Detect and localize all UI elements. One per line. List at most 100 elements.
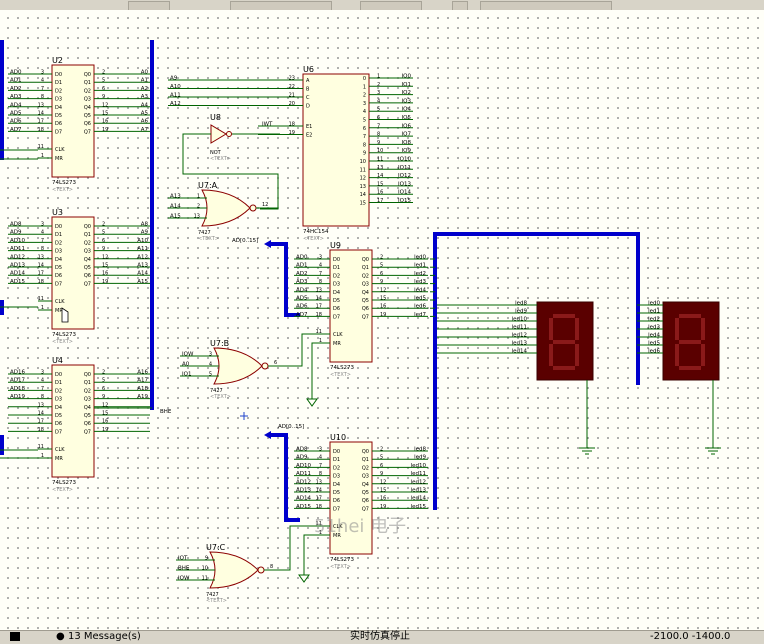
pin-number: 2 [380, 255, 383, 261]
pin-label: D5 [333, 490, 340, 496]
net-label: A0 [182, 362, 190, 368]
chip-part-u10: 74LS273 [330, 557, 355, 563]
pin-number: 6 [380, 463, 383, 469]
pin-number: 8 [377, 132, 380, 138]
pin-label: 8 [363, 142, 366, 148]
chip-part-u9: 74LS273 [330, 365, 355, 371]
pin-number: 2 [380, 447, 383, 453]
pin-label: D7 [55, 281, 62, 287]
pin-label: Q0 [84, 372, 91, 378]
net-label: led14 [411, 496, 427, 502]
pin-label: CLK [55, 447, 65, 453]
pin-number: 6 [380, 271, 383, 277]
chip-body-u6 [302, 73, 370, 227]
pin-label: D1 [55, 80, 62, 86]
net-label: BHE [178, 566, 190, 572]
pin-number: 17 [38, 119, 44, 125]
net-label: led1 [648, 309, 660, 315]
pin-label: MR [333, 533, 341, 539]
net-label: led3 [414, 279, 426, 285]
pin-label: D4 [333, 290, 340, 296]
pin-label: CLK [333, 524, 343, 530]
pin-number: 19 [102, 427, 108, 433]
pin-label: Q5 [362, 490, 369, 496]
display-segment [679, 366, 701, 370]
net-label: IO7 [402, 132, 412, 138]
net-label: led11 [411, 471, 426, 477]
gate-bubble-u7c [257, 566, 265, 574]
pin-label: 3 [363, 101, 366, 107]
display-segment [575, 318, 579, 340]
net-label: led2 [414, 271, 426, 277]
bus-arrow [264, 431, 271, 439]
net-label: led12 [512, 333, 527, 339]
pin-label: CLK [333, 332, 343, 338]
net-label: AD15 [10, 279, 25, 285]
chip-ref-u6: U6 [303, 65, 314, 74]
pin-label: 9 [363, 151, 366, 157]
display-segment [679, 314, 701, 318]
net-label: led13 [512, 341, 528, 347]
pin-label: Q0 [362, 449, 369, 455]
net-label: A6 [141, 119, 149, 125]
net-label: A11 [137, 246, 148, 252]
net-label: led2 [648, 317, 660, 323]
net-label: led8 [414, 447, 426, 453]
pin-number: 15 [380, 296, 386, 302]
pin-label: Q5 [84, 265, 91, 271]
pin-number: 4 [377, 98, 380, 104]
messages-count[interactable]: 13 Message(s) [68, 631, 141, 642]
pin-number: 14 [38, 111, 44, 117]
net-label: AD12 [296, 479, 311, 485]
pin-label: D6 [55, 273, 62, 279]
net-label: AD5 [10, 111, 22, 117]
pin-number: 1 [41, 153, 44, 159]
chip-ref-u9: U9 [330, 241, 341, 250]
pin-number: 19 [380, 504, 386, 510]
pin-label: D0 [333, 257, 340, 263]
net-label: AD12 [10, 254, 25, 260]
pin-number: 16 [102, 119, 108, 125]
pin-label: D3 [55, 397, 62, 403]
pin-number: 8 [41, 246, 44, 252]
net-label: A5 [141, 111, 149, 117]
net-label: led4 [414, 287, 426, 293]
pin-label: D0 [55, 72, 62, 78]
watermark: 51hei 电子 [314, 516, 406, 537]
ground-symbol [298, 574, 310, 583]
net-label: AD6 [296, 304, 308, 310]
pin-label: D7 [333, 314, 340, 320]
hand-pointer-icon [61, 307, 69, 323]
pin-label: Q7 [84, 281, 91, 287]
pin-number: 12 [102, 402, 108, 408]
bus-label: AD[0..15] [278, 424, 304, 430]
pin-number: 12 [102, 102, 108, 108]
net-label: AD0 [10, 70, 22, 76]
pin-number: 2 [102, 370, 105, 376]
pin-label: Q2 [84, 88, 91, 94]
playback-controls[interactable] [2, 631, 48, 644]
pin-label: Q4 [362, 290, 369, 296]
pin-number: 5 [209, 372, 212, 378]
pin-number: 18 [38, 279, 44, 285]
pin-label: D5 [55, 413, 62, 419]
net-label: led9 [414, 455, 426, 461]
pin-number: 15 [102, 411, 108, 417]
gate-text-u8: <TEXT> [210, 156, 231, 162]
chip-part-u4: 74LS273 [52, 480, 77, 486]
pin-number: 4 [209, 362, 212, 368]
net-label: AD9 [10, 230, 22, 236]
cursor-coordinates: -2100.0 -1400.0 [650, 631, 731, 642]
pin-number: 9 [102, 94, 105, 100]
net-label: led6 [414, 304, 426, 310]
bus-line [270, 242, 300, 317]
stop-icon[interactable] [10, 632, 20, 641]
pin-number: 11 [316, 521, 322, 527]
pin-label: Q1 [362, 265, 369, 271]
net-label: A0 [141, 70, 149, 76]
pin-number: 8 [319, 471, 322, 477]
pin-label: D5 [333, 298, 340, 304]
net-label: IO9 [402, 148, 412, 154]
net-label: A4 [141, 102, 149, 108]
